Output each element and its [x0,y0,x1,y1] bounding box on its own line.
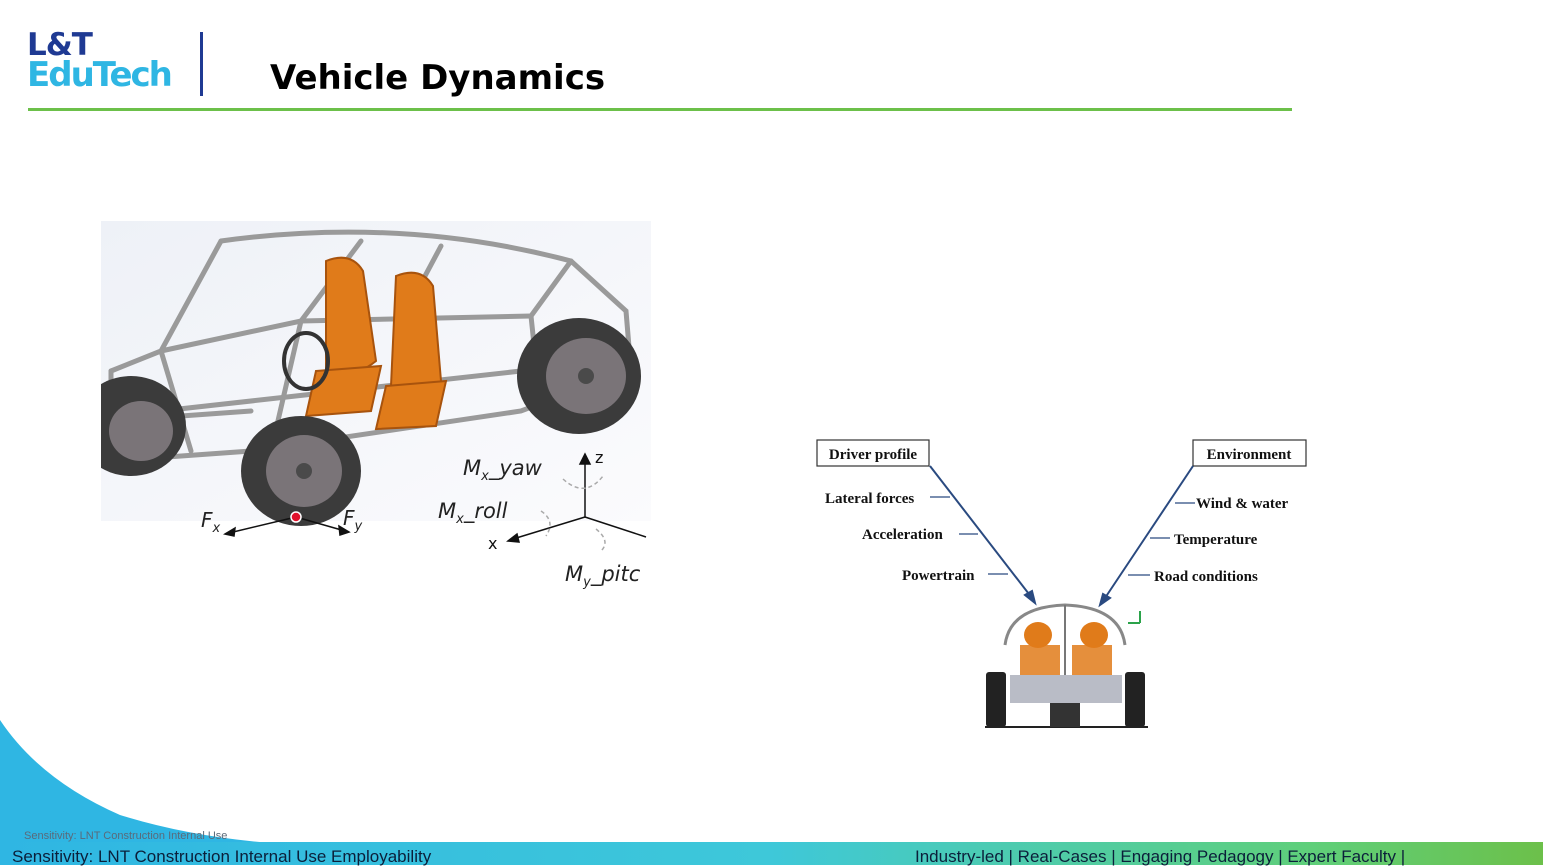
logo-line-1: L&T [27,27,93,63]
force-y-label: Fy [343,506,363,534]
axis-x-label: x [488,534,497,553]
wheel-rear-left [101,376,186,476]
influence-lateral-forces: Lateral forces [825,491,914,507]
driver-profile-box [816,439,930,467]
footer-left-text: Sensitivity: LNT Construction Internal U… [12,847,432,866]
force-x-label: Fx [201,508,221,536]
footer-right-text: Industry-led | Real-Cases | Engaging Ped… [915,847,1406,866]
influence-road-conditions: Road conditions [1154,569,1258,585]
environment-label: Environment [1207,447,1292,463]
header-divider [200,32,203,96]
axis-z-label: z [595,448,603,467]
influence-acceleration: Acceleration [862,527,943,543]
header-rule [28,108,1292,111]
influences-diagram: Driver profile Environment Lateral force… [816,439,1307,728]
chassis-figure: Fx Fy z x Mx_yaw Mx_roll My_pitc [101,221,651,590]
environment-box [1192,439,1307,467]
influence-powertrain: Powertrain [902,568,975,584]
influence-wind-water: Wind & water [1196,496,1289,512]
footer-bar [0,842,1543,865]
page-title: Vehicle Dynamics [270,58,606,98]
moment-pitch-label: My_pitc [565,562,641,590]
corner-wave-decoration [0,720,300,845]
contact-point-marker [290,511,302,523]
wheel-rear-right [517,318,641,434]
car-front-view [985,603,1148,728]
sensitivity-label-small: Sensitivity: LNT Construction Internal U… [24,830,228,842]
brand-logo: L&T EduTech [27,27,173,95]
driver-profile-label: Driver profile [829,447,918,463]
logo-line-2: EduTech [27,55,173,95]
moment-roll-label: Mx_roll [438,499,508,527]
moment-yaw-label: Mx_yaw [463,456,543,484]
wheel-front-left [241,416,361,526]
influence-temperature: Temperature [1174,532,1258,548]
